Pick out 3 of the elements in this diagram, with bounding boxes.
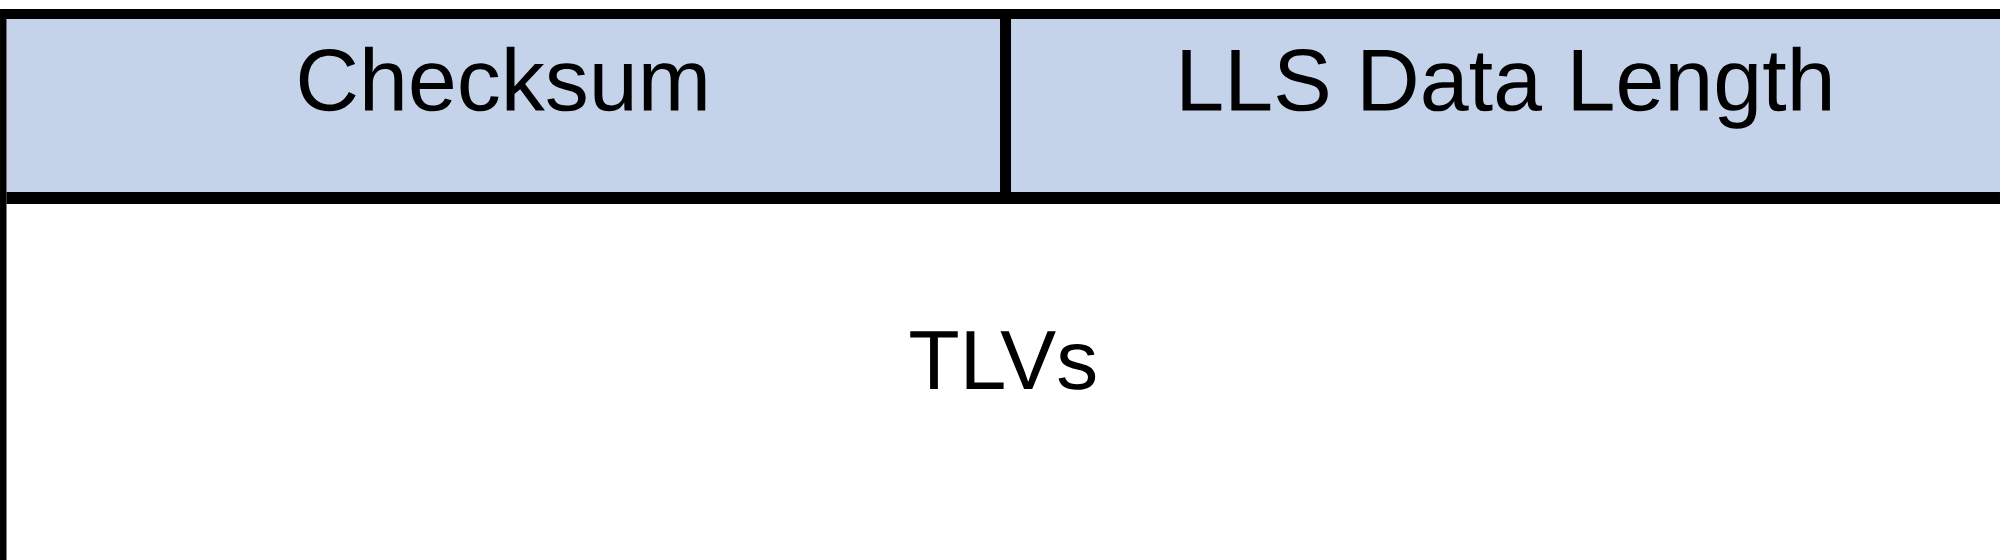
header-cell: LLS Data Length	[1011, 19, 2000, 192]
header-cell: Checksum	[6, 19, 1000, 192]
field-name: TLVs	[910, 331, 1096, 390]
